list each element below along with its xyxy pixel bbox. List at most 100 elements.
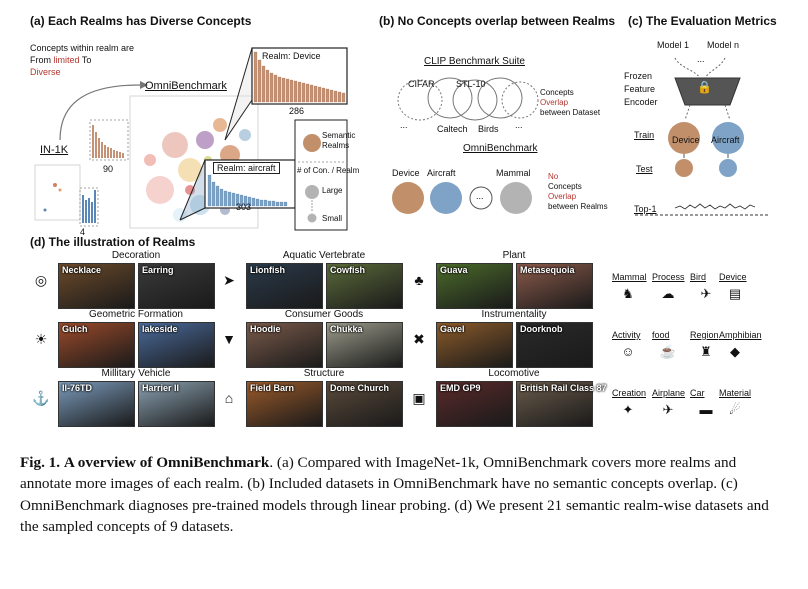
top1-wave — [674, 203, 756, 210]
b-ellipsis: ... — [476, 191, 484, 201]
c-device-label: Device — [672, 135, 700, 145]
realm-device-label: Realm: Device — [262, 51, 321, 61]
stl10-label: STL-10 — [456, 79, 486, 89]
panel-b-title: (b) No Concepts overlap between Realms — [379, 14, 616, 28]
legend-box — [294, 119, 348, 231]
concept-thumbnail: Earring — [138, 263, 215, 309]
landscape-icon: ☀ — [34, 331, 48, 347]
in1k-bar-box — [79, 187, 99, 227]
concept-label: Gulch — [62, 324, 88, 334]
encoder-trapezoid — [674, 77, 741, 106]
concept-thumbnail: Il-76TD — [58, 381, 135, 427]
concept-thumbnail: Field Barn — [246, 381, 323, 427]
panel-a-graphic — [34, 47, 348, 231]
b-aircraft-label: Aircraft — [427, 168, 456, 178]
omnibench-label-a: OmniBenchmark — [145, 80, 227, 92]
legend-small: Small — [322, 214, 343, 223]
realm-name: Decoration — [111, 250, 161, 261]
castle-icon: ♜ — [700, 344, 712, 359]
concept-label: Doorknob — [520, 324, 563, 334]
meteor-icon: ☄ — [729, 402, 741, 417]
concept-label: Metasequoia — [520, 265, 575, 275]
ring-icon: ◎ — [34, 272, 48, 288]
hist90-box — [89, 119, 129, 161]
caption-text: . (a) Compared with ImageNet-1k, OmniBen… — [20, 454, 769, 536]
food-icon: ☕ — [659, 344, 677, 359]
concept-thumbnail: Gavel — [436, 322, 513, 368]
concept-label: lakeside — [142, 324, 178, 334]
concept-thumbnail: British Rail Class 87 — [516, 381, 607, 427]
test-aircraft-circle — [719, 159, 737, 177]
other-realm-label: Region — [690, 330, 719, 340]
ellipsis-circle — [469, 186, 493, 210]
panel-a-title: (a) Each Realms has Diverse Concepts — [30, 14, 252, 28]
omnibench-label-b: OmniBenchmark — [463, 143, 538, 154]
concept-arrow-head — [140, 81, 148, 89]
clip-ellipsis-left: ... — [400, 120, 408, 130]
concept-label: Lionfish — [250, 265, 285, 275]
frozen-encoder-label: Frozen Feature Encoder — [624, 71, 658, 107]
concept-label: Dome Church — [330, 383, 390, 393]
concept-label: EMD GP9 — [440, 383, 481, 393]
in1k-box — [34, 164, 81, 221]
model1-label: Model 1 — [657, 40, 690, 50]
ship-icon: ⚓ — [32, 390, 50, 406]
panel-c-graphic — [635, 57, 770, 216]
cifar-label: CIFAR — [408, 79, 435, 89]
b-mammal-label: Mammal — [496, 168, 531, 178]
num-286: 286 — [289, 106, 305, 116]
modeln-label: Model n — [707, 40, 740, 50]
model-ellipsis: ... — [697, 54, 705, 64]
tools-icon: ✖ — [413, 331, 425, 347]
train-device-circle — [668, 122, 700, 154]
in1k-label: IN-1K — [40, 144, 69, 156]
concept-thumbnail: lakeside — [138, 322, 215, 368]
test-label: Test — [636, 164, 653, 174]
legend-semantic-circle — [303, 134, 321, 152]
concept-label: Chukka — [330, 324, 363, 334]
people-icon: ☺ — [621, 344, 635, 359]
concept-thumbnail: Necklace — [58, 263, 135, 309]
num-4: 4 — [80, 227, 86, 237]
cat-icon: ♞ — [622, 286, 634, 301]
other-realm-label: Bird — [690, 272, 707, 282]
house-icon: ⌂ — [224, 390, 234, 406]
concept-thumbnail: Gulch — [58, 322, 135, 368]
mammal-circle — [500, 182, 532, 214]
from-word: From — [30, 55, 51, 65]
legend-small-circle — [307, 213, 317, 223]
diverse-word: Diverse — [30, 67, 61, 77]
clip-circles — [397, 77, 539, 121]
realm-name: Geometric Formation — [89, 309, 183, 320]
realm-name: Millitary Vehicle — [101, 368, 171, 379]
train-aircraft-circle — [712, 122, 744, 154]
aircraft-bars — [207, 174, 288, 207]
shirt-icon: ▼ — [222, 331, 236, 347]
concept-thumbnail: Dome Church — [326, 381, 403, 427]
puzzle-icon: ✦ — [622, 402, 634, 417]
other-realm-label: Amphibian — [719, 330, 762, 340]
to-word: To — [81, 55, 92, 65]
concept-label: Field Barn — [250, 383, 295, 393]
concepts-line2: From limited To — [30, 55, 91, 65]
realm-name: Aquatic Vertebrate — [282, 250, 366, 261]
concept-label: Earring — [142, 265, 174, 275]
concept-label: Necklace — [62, 265, 102, 275]
concept-arrow — [59, 84, 141, 141]
other-realm-label: Device — [719, 272, 747, 282]
test-device-circle — [675, 159, 693, 177]
realm-name: Plant — [502, 250, 526, 261]
concept-label: Il-76TD — [62, 383, 93, 393]
legend-large: Large — [322, 186, 343, 195]
overlap-note: Concepts Overlap between Dataset — [540, 88, 601, 117]
legend-numcon: # of Con. / Realm — [297, 166, 360, 175]
concept-thumbnail: Metasequoia — [516, 263, 593, 309]
legend-large-circle — [305, 185, 319, 199]
other-realm-label: Activity — [612, 330, 641, 340]
concept-thumbnail: Doorknob — [516, 322, 593, 368]
train-icon: ▣ — [412, 390, 426, 406]
panel-d-title: (d) The illustration of Realms — [30, 235, 196, 249]
in1k-bars — [82, 190, 96, 223]
other-realm-label: Creation — [612, 388, 647, 398]
device-circle — [392, 182, 424, 214]
